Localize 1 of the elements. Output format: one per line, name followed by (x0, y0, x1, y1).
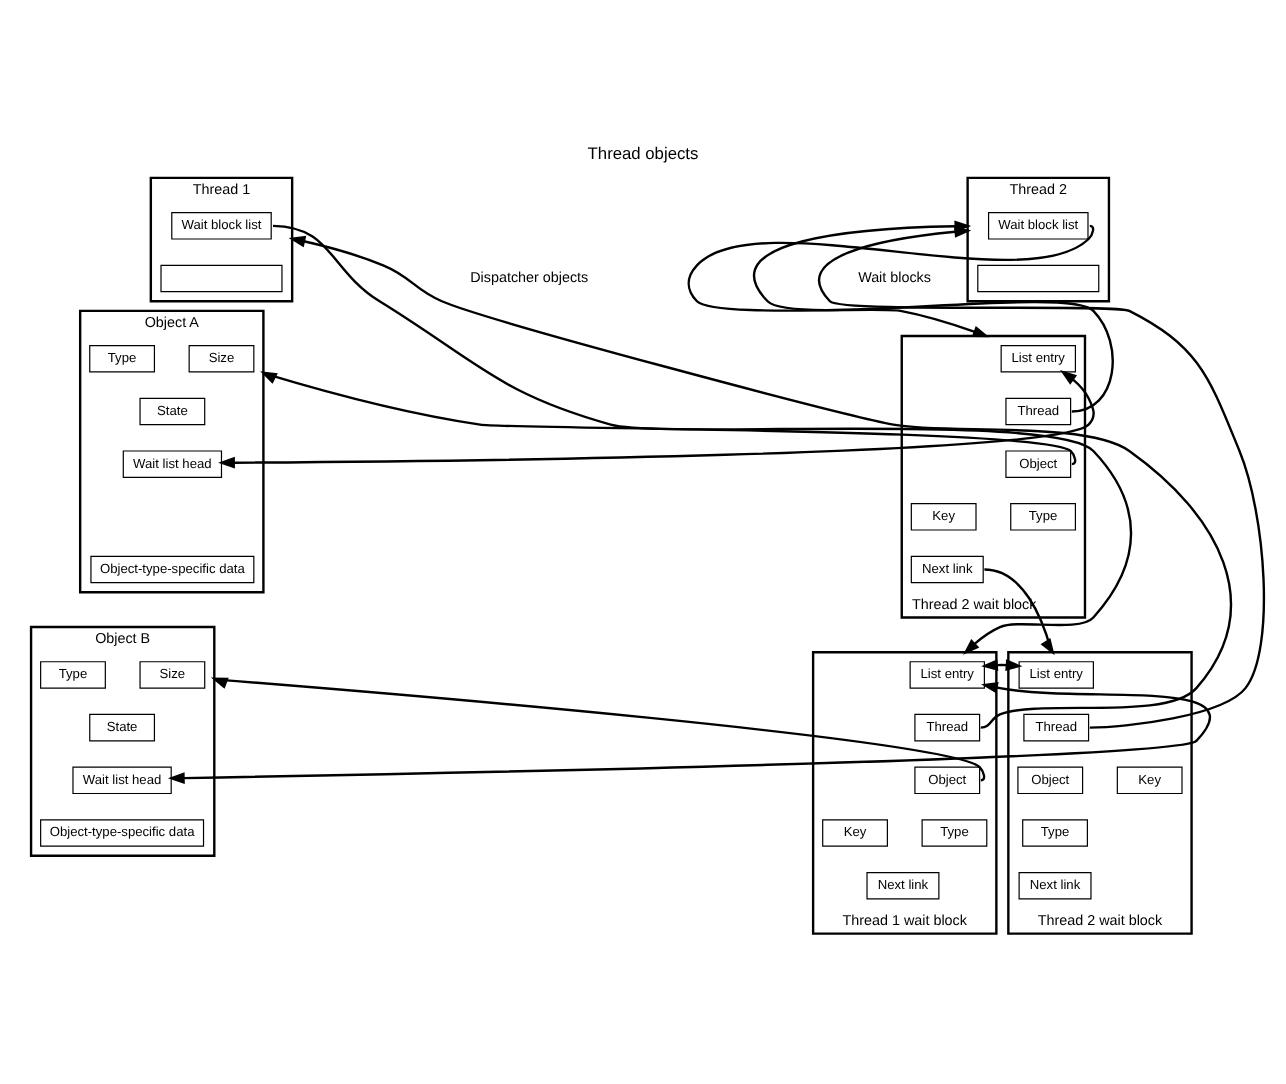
diagram-title: Thread objects (587, 142, 699, 163)
